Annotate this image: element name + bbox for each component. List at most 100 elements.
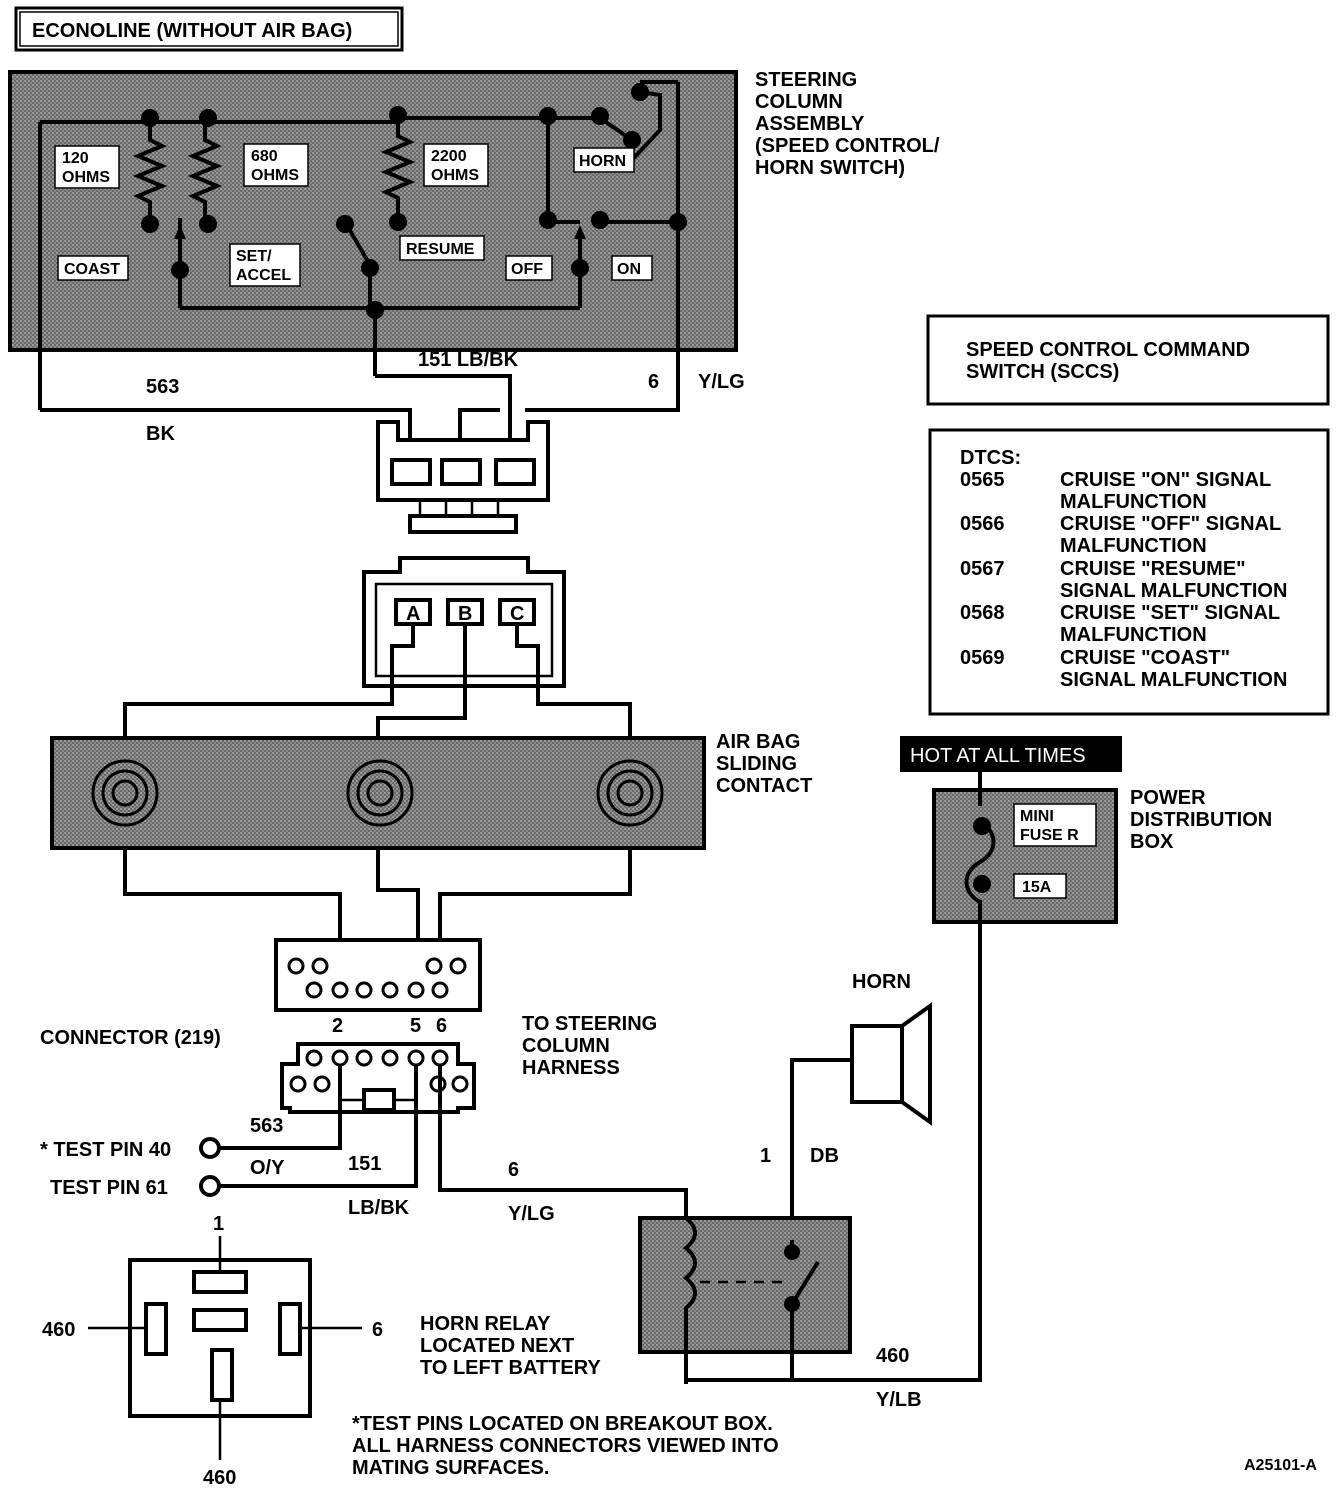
connector-219-label: CONNECTOR (219): [40, 1027, 221, 1049]
wires-upper: 563 BK 151 LB/BK 6 Y/LG: [40, 349, 745, 468]
wire-460-label: 460: [876, 1345, 909, 1367]
relay-pin-bottom: 460: [203, 1467, 236, 1489]
relay-pin-left: 460: [42, 1319, 75, 1341]
resume-switch-label: RESUME: [406, 241, 475, 258]
svg-text:STEERING: STEERING: [755, 69, 857, 91]
wire-ylb-label: Y/LB: [876, 1389, 922, 1411]
svg-text:MALFUNCTION: MALFUNCTION: [1060, 491, 1207, 513]
svg-text:0565: 0565: [960, 469, 1005, 491]
resistor-2200-value: 2200: [431, 148, 467, 165]
mini-fuse-label-1: MINI: [1020, 808, 1054, 825]
svg-text:BOX: BOX: [1130, 831, 1174, 853]
set-switch-label-2: ACCEL: [236, 267, 291, 284]
svg-text:0567: 0567: [960, 558, 1005, 580]
svg-text:SIGNAL MALFUNCTION: SIGNAL MALFUNCTION: [1060, 669, 1287, 691]
mini-fuse-label-2: FUSE R: [1020, 827, 1079, 844]
connector-219-upper: [274, 938, 482, 1012]
svg-text:CRUISE "ON" SIGNAL: CRUISE "ON" SIGNAL: [1060, 469, 1271, 491]
hot-at-all-times-badge: HOT AT ALL TIMES: [900, 736, 1122, 772]
abc-connector: A B C: [362, 556, 566, 700]
resistor-680-unit: OHMS: [251, 167, 299, 184]
resistor-120-value: 120: [62, 150, 89, 167]
wire-db-label: DB: [810, 1145, 839, 1167]
fuse-rating: 15A: [1022, 879, 1052, 896]
svg-text:0566: 0566: [960, 513, 1005, 535]
horn-relay-schematic: 460 Y/LB: [638, 1216, 922, 1411]
svg-text:TO LEFT BATTERY: TO LEFT BATTERY: [420, 1357, 601, 1379]
horn-relay-pinout: 1 460 6 460: [42, 1213, 383, 1489]
svg-text:COLUMN: COLUMN: [755, 91, 843, 113]
dtc-item: 0567 CRUISE "RESUME" SIGNAL MALFUNCTION: [960, 558, 1287, 602]
svg-text:0568: 0568: [960, 602, 1005, 624]
wire-1-label: 1: [760, 1145, 771, 1167]
svg-text:SWITCH (SCCS): SWITCH (SCCS): [966, 361, 1119, 383]
wires-lower: * TEST PIN 40 TEST PIN 61 563 O/Y 151 LB…: [40, 1066, 688, 1384]
svg-text:SPEED CONTROL COMMAND: SPEED CONTROL COMMAND: [966, 339, 1250, 361]
horn-switch-label: HORN: [579, 153, 626, 170]
wire-ylgb-label: Y/LG: [508, 1203, 555, 1225]
svg-text:CRUISE "OFF" SIGNAL: CRUISE "OFF" SIGNAL: [1060, 513, 1281, 535]
svg-text:ASSEMBLY: ASSEMBLY: [755, 113, 865, 135]
test-pin-40-label: * TEST PIN 40: [40, 1139, 171, 1161]
wire-151b-label: 151: [348, 1153, 381, 1175]
wire-6b-label: 6: [508, 1159, 519, 1181]
dtc-item: 0565 CRUISE "ON" SIGNAL MALFUNCTION: [960, 469, 1271, 513]
svg-text:LOCATED NEXT: LOCATED NEXT: [420, 1335, 574, 1357]
svg-text:(SPEED CONTROL/: (SPEED CONTROL/: [755, 135, 940, 157]
svg-text:HARNESS: HARNESS: [522, 1057, 620, 1079]
figure-id: A25101-A: [1244, 1457, 1317, 1474]
svg-text:CRUISE "RESUME": CRUISE "RESUME": [1060, 558, 1246, 580]
svg-text:DISTRIBUTION: DISTRIBUTION: [1130, 809, 1272, 831]
svg-text:CRUISE "SET" SIGNAL: CRUISE "SET" SIGNAL: [1060, 602, 1280, 624]
title-text: ECONOLINE (WITHOUT AIR BAG): [32, 20, 352, 42]
svg-text:TO STEERING: TO STEERING: [522, 1013, 657, 1035]
svg-text:HORN SWITCH): HORN SWITCH): [755, 157, 905, 179]
relay-pin-right: 6: [372, 1319, 383, 1341]
svg-text:0569: 0569: [960, 647, 1005, 669]
svg-text:POWER: POWER: [1130, 787, 1206, 809]
off-switch-label: OFF: [511, 261, 543, 278]
horn-label: HORN: [852, 971, 911, 993]
wire-151-lbbk-label: 151 LB/BK: [418, 349, 519, 371]
diagram-title: ECONOLINE (WITHOUT AIR BAG): [14, 6, 404, 52]
svg-text:MALFUNCTION: MALFUNCTION: [1060, 624, 1207, 646]
svg-text:5: 5: [410, 1015, 421, 1037]
wire-563-label: 563: [146, 376, 179, 398]
coast-switch-label: COAST: [64, 261, 120, 278]
set-switch-label-1: SET/: [236, 248, 272, 265]
wire-6-label: 6: [648, 371, 659, 393]
dtc-item: 0568 CRUISE "SET" SIGNAL MALFUNCTION: [960, 602, 1280, 646]
clockspring-coil-3: [596, 759, 664, 827]
sccs-box: SPEED CONTROL COMMAND SWITCH (SCCS): [926, 314, 1330, 406]
svg-text:CRUISE "COAST": CRUISE "COAST": [1060, 647, 1230, 669]
pdb-caption: POWER DISTRIBUTION BOX: [1130, 787, 1272, 853]
steering-column-assembly: 120 OHMS 680 OHMS 2200 OHMS HORN COAST S…: [8, 70, 738, 410]
svg-text:6: 6: [436, 1015, 447, 1037]
wire-oy-label: O/Y: [250, 1157, 285, 1179]
dtc-item: 0569 CRUISE "COAST" SIGNAL MALFUNCTION: [960, 647, 1287, 691]
svg-text:*TEST PINS LOCATED ON BREAKOUT: *TEST PINS LOCATED ON BREAKOUT BOX.: [352, 1413, 773, 1435]
horn-relay-note: HORN RELAY LOCATED NEXT TO LEFT BATTERY: [420, 1313, 601, 1379]
resistor-120-unit: OHMS: [62, 169, 110, 186]
relay-pin-top: 1: [213, 1213, 224, 1235]
dtc-box: DTCS: 0565 CRUISE "ON" SIGNAL MALFUNCTIO…: [928, 428, 1330, 716]
connector-219-lower: [280, 1042, 476, 1114]
air-bag-sliding-contact: [50, 736, 706, 850]
svg-text:HOT AT ALL TIMES: HOT AT ALL TIMES: [910, 745, 1086, 767]
svg-text:SLIDING: SLIDING: [716, 753, 797, 775]
svg-text:MALFUNCTION: MALFUNCTION: [1060, 535, 1207, 557]
resistor-680-value: 680: [251, 148, 278, 165]
to-harness-caption: TO STEERING COLUMN HARNESS: [522, 1013, 657, 1079]
connector-219-pin-labels: 2 5 6 CONNECTOR (219): [40, 1015, 447, 1049]
dtc-item: 0566 CRUISE "OFF" SIGNAL MALFUNCTION: [960, 513, 1281, 557]
sccs-harness-connector: [376, 420, 550, 534]
svg-text:2: 2: [332, 1015, 343, 1037]
steering-column-caption: STEERING COLUMN ASSEMBLY (SPEED CONTROL/…: [755, 69, 940, 179]
wire-563b-label: 563: [250, 1115, 283, 1137]
dtc-heading: DTCS:: [960, 447, 1021, 469]
clockspring-coil-2: [346, 759, 414, 827]
clockspring-coil-1: [91, 759, 159, 827]
on-switch-label: ON: [617, 261, 641, 278]
pin-c-label: C: [510, 603, 524, 625]
